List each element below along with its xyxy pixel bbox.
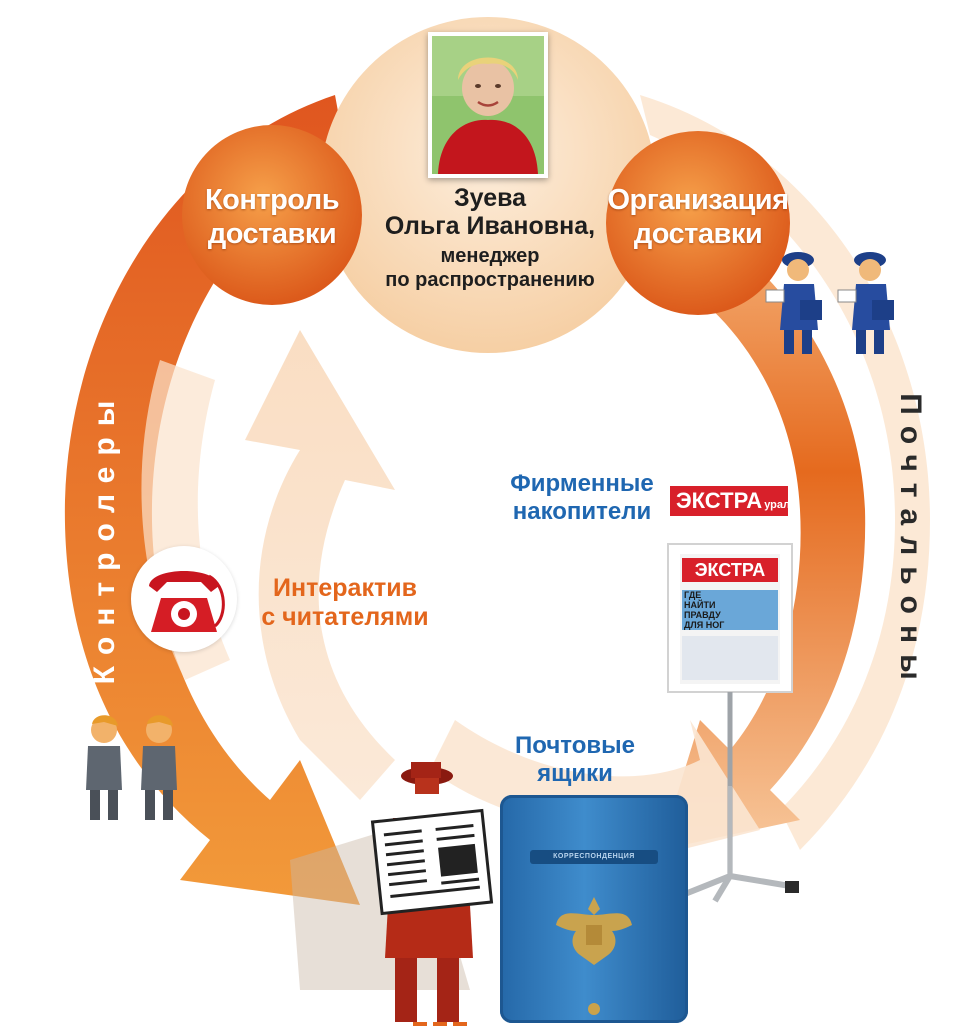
outer-ring-right <box>640 95 930 850</box>
control-node-line1: Контроль <box>204 184 340 216</box>
manager-surname: Зуева <box>453 184 527 212</box>
postmen-arc-label: Почтальоны <box>894 393 927 691</box>
control-node-circle <box>182 125 362 305</box>
control-node-label: Контроль доставки <box>192 183 352 251</box>
mailboxes-line1: Почтовые <box>515 732 635 759</box>
mailbox-lock <box>588 1003 600 1015</box>
mailboxes-label: Почтовые ящики <box>500 732 650 788</box>
stand-brand-suffix: урал <box>764 499 788 511</box>
organization-node-line1: Организация <box>607 184 789 216</box>
postmen-figures <box>765 252 894 354</box>
reader-figure <box>370 762 494 1026</box>
interactive-line1: Интерактив <box>273 574 417 602</box>
mailbox-slot <box>530 850 658 864</box>
telephone-icon <box>149 571 225 632</box>
portrait-image <box>432 36 544 174</box>
mailbox-plate: КОРРЕСПОНДЕНЦИЯ <box>553 853 635 860</box>
organization-node-circle <box>606 131 790 315</box>
manager-photo <box>428 32 548 178</box>
manager-role-line2: по распространению <box>385 269 595 291</box>
interactive-label: Интерактив с читателями <box>255 574 435 632</box>
newspaper-brand-title: ЭКСТРА <box>682 558 778 582</box>
manager-role-line1: менеджер <box>440 245 540 267</box>
accumulators-label: Фирменные накопители <box>497 470 667 526</box>
mailboxes-line2: ящики <box>537 760 613 787</box>
manager-name: Ольга Ивановна, <box>384 212 596 240</box>
mailbox: КОРРЕСПОНДЕНЦИЯ <box>500 795 688 1023</box>
accumulators-line1: Фирменные <box>510 470 654 497</box>
controllers-arc-label: Контролеры <box>88 389 121 685</box>
controllers-figures <box>86 715 177 820</box>
telephone-badge <box>131 546 237 652</box>
stand-brand-text: ЭКСТРА <box>676 488 763 513</box>
newspaper-headline: ГДЕ НАЙТИ ПРАВДУ ДЛЯ НОГ <box>684 590 725 630</box>
interactive-line2: с читателями <box>261 603 429 631</box>
right-orange-arc <box>660 220 866 850</box>
accumulators-line2: накопители <box>512 498 652 525</box>
inner-arrow-up <box>245 330 395 800</box>
eagle-emblem-icon <box>556 897 632 965</box>
control-node-line2: доставки <box>207 218 337 250</box>
center-circle <box>320 17 656 353</box>
left-orange-arc <box>64 95 360 905</box>
organization-node-line2: доставки <box>633 218 763 250</box>
organization-node-label: Организация доставки <box>606 183 790 251</box>
